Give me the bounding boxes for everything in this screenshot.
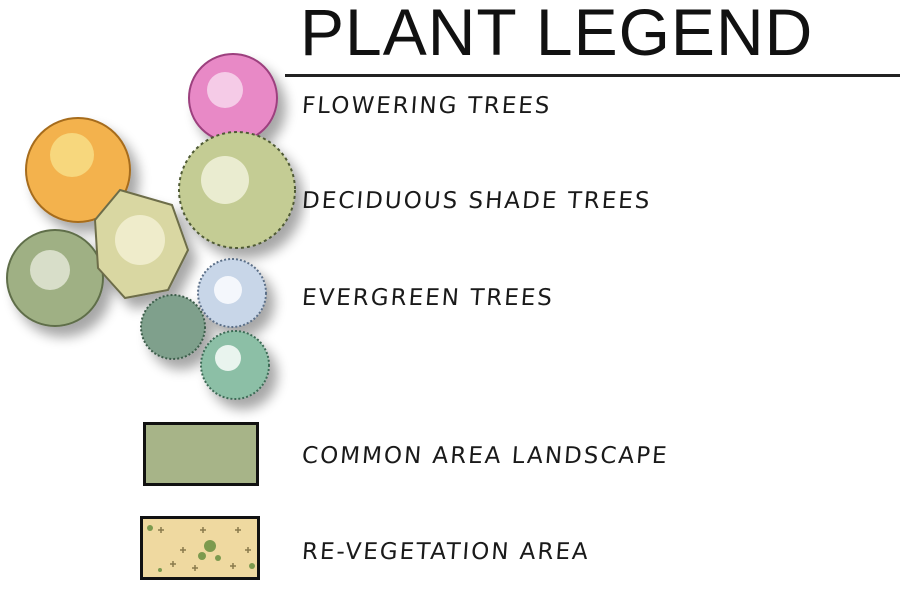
deciduous-shade-tree-icon <box>179 132 295 248</box>
legend-label-evergreen-trees: EVERGREEN TREES <box>301 285 555 311</box>
evergreen-tree-icon <box>198 259 266 327</box>
evergreen-tree-icon <box>141 295 205 359</box>
pink-flowering-tree-icon <box>189 54 277 142</box>
legend-label-deciduous-shade-trees: DECIDUOUS SHADE TREES <box>301 188 652 214</box>
pale-shade-tree-icon <box>95 190 188 298</box>
common-area-landscape-swatch <box>143 422 259 486</box>
re-vegetation-area-swatch <box>140 516 260 580</box>
legend-title: PLANT LEGEND <box>300 0 813 70</box>
legend-label-re-vegetation-area: RE-VEGETATION AREA <box>301 539 591 565</box>
tree-symbols-cluster <box>0 40 310 420</box>
evergreen-tree-icon <box>201 331 269 399</box>
title-underline <box>285 74 900 77</box>
deciduous-shade-tree-icon <box>7 230 103 326</box>
legend-label-common-area-landscape: COMMON AREA LANDSCAPE <box>301 443 669 469</box>
legend-label-flowering-trees: FLOWERING TREES <box>301 93 552 119</box>
